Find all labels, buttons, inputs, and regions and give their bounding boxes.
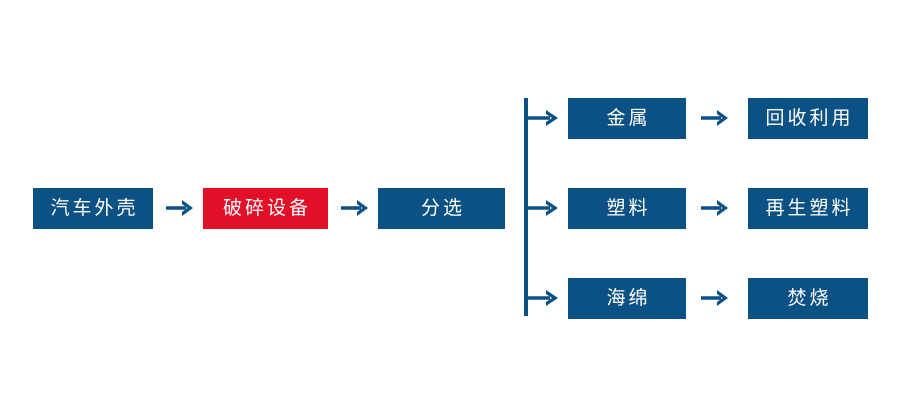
branch-arrow-plastic xyxy=(526,196,560,220)
arrow-sponge-to-incineration xyxy=(700,286,730,310)
node-incineration[interactable]: 焚烧 xyxy=(748,278,868,319)
branch-arrow-sponge xyxy=(526,286,560,310)
node-metal[interactable]: 金属 xyxy=(568,98,686,139)
node-plastic[interactable]: 塑料 xyxy=(568,188,686,229)
arrow-plastic-to-recycled-plastic xyxy=(700,196,730,220)
arrow-car-shell-to-crusher xyxy=(165,196,195,220)
arrow-crusher-to-sorting xyxy=(340,196,370,220)
node-crusher[interactable]: 破碎设备 xyxy=(203,188,328,229)
node-recycle[interactable]: 回收利用 xyxy=(748,98,868,139)
node-car-shell[interactable]: 汽车外壳 xyxy=(33,188,153,229)
node-sponge[interactable]: 海绵 xyxy=(568,278,686,319)
branch-arrow-metal xyxy=(526,106,560,130)
arrow-metal-to-recycle xyxy=(700,106,730,130)
node-sorting[interactable]: 分选 xyxy=(378,188,505,229)
node-recycled-plastic[interactable]: 再生塑料 xyxy=(748,188,868,229)
